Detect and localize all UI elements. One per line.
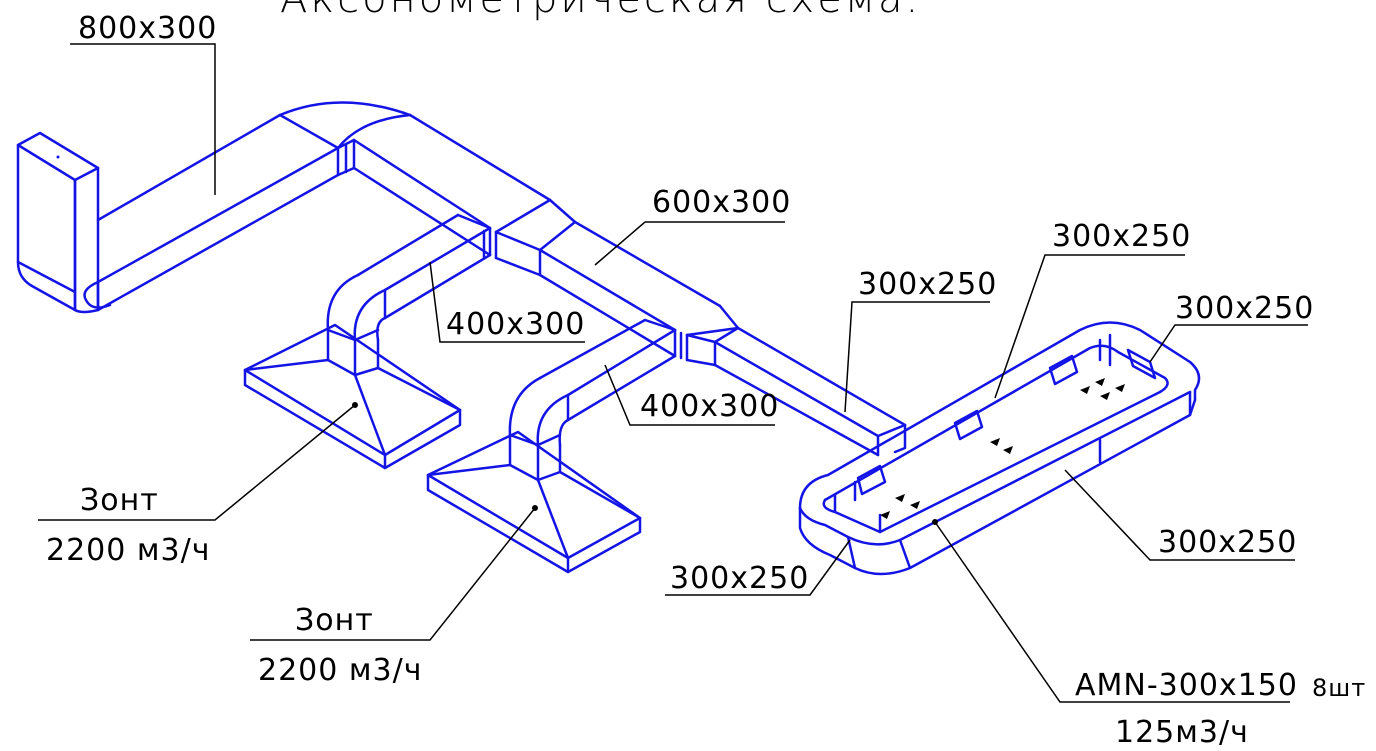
label-duct-300-end: 300x250	[1175, 291, 1314, 326]
dimension-labels: 800x300 600x300 400x300 400x300 300x250 …	[46, 11, 1366, 750]
duct-300x250-branch	[713, 326, 907, 457]
label-duct-300-branch: 300x250	[858, 267, 997, 302]
vertical-riser	[16, 131, 100, 314]
label-duct-400-a: 400x300	[446, 307, 585, 342]
label-duct-main: 800x300	[78, 11, 217, 46]
leader-lines	[38, 43, 1308, 703]
branch-duct-400x300-2	[508, 318, 677, 482]
label-duct-300-left: 300x250	[670, 561, 809, 596]
hood-2-name: Зонт	[295, 603, 374, 638]
diffuser-model: AMN-300x150	[1075, 668, 1298, 703]
label-duct-300-right: 300x250	[1158, 525, 1297, 560]
diffuser-flow: 125м3/ч	[1115, 715, 1249, 750]
label-duct-300-top: 300x250	[1052, 219, 1191, 254]
label-duct-400-b: 400x300	[640, 389, 779, 424]
diagram-title: Аксонометрическая схема.	[280, 0, 921, 22]
hood-2-flow: 2200 м3/ч	[258, 653, 422, 688]
branch-duct-400x300-1	[326, 213, 492, 377]
label-duct-600: 600x300	[652, 185, 791, 220]
duct-600x300	[538, 220, 740, 367]
hood-2	[426, 430, 642, 574]
main-duct-800x300	[83, 101, 412, 312]
duct-network	[16, 101, 1201, 576]
duct-loop	[798, 321, 1201, 576]
diffuser-count: 8шт	[1312, 674, 1366, 702]
airflow-arrows	[880, 378, 1125, 519]
hood-1-flow: 2200 м3/ч	[46, 533, 210, 568]
hood-1	[243, 323, 462, 470]
hood-1-name: Зонт	[80, 483, 159, 518]
